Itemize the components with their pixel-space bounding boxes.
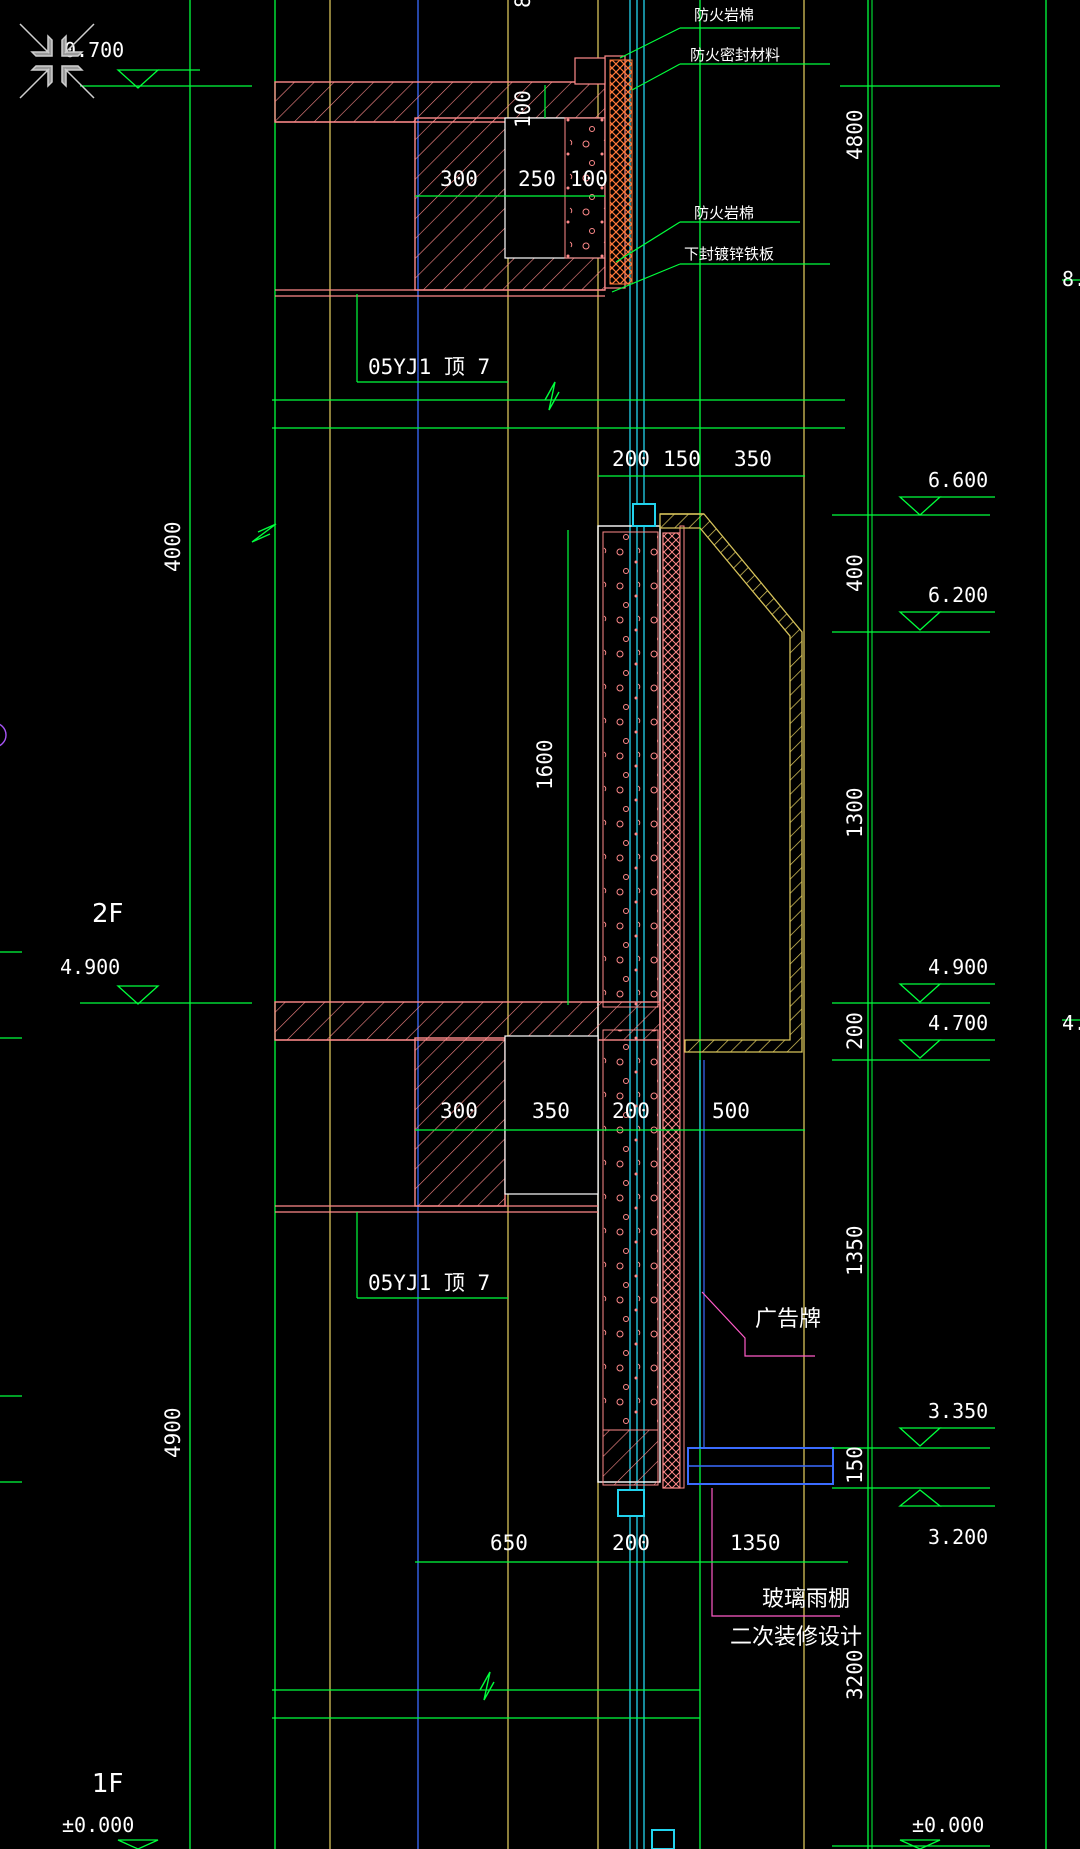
collapse-arrows-icon [19, 23, 95, 99]
dim-200-low: 200 [612, 1531, 650, 1555]
axis-bubble [0, 723, 7, 747]
exit-fullscreen-button[interactable] [14, 18, 100, 104]
leader-lines [356, 27, 830, 1299]
elev-6200: 6.200 [928, 583, 988, 607]
dimension-lines [415, 85, 1000, 1847]
dim-4900: 4900 [161, 1407, 185, 1458]
dim-1350-v: 1350 [843, 1225, 867, 1276]
dim-4800: 4800 [843, 109, 867, 160]
dim-1350-h: 1350 [730, 1531, 781, 1555]
dim-8-top: 8 [511, 0, 535, 8]
dim-500: 500 [712, 1099, 750, 1123]
label-glass-canopy: 玻璃雨棚 [762, 1587, 850, 1612]
elev-zero-right: ±0.000 [912, 1813, 984, 1837]
dim-400: 400 [843, 554, 867, 592]
dim-1300: 1300 [843, 787, 867, 838]
dim-200-a: 200 [612, 447, 650, 471]
label-fire-rock-wool-lower: 防火岩棉 [694, 204, 754, 222]
floor-label-2f: 2F [92, 899, 124, 929]
middle-slab [274, 1001, 661, 1213]
dim-200-v: 200 [843, 1012, 867, 1050]
dim-300-mid: 300 [440, 1099, 478, 1123]
elev-zero-left: ±0.000 [62, 1813, 134, 1837]
label-fire-rock-wool-top: 防火岩棉 [694, 6, 754, 24]
dim-350-a: 350 [734, 447, 772, 471]
elev-6600: 6.600 [928, 468, 988, 492]
label-galvanized-plate: 下封镀锌铁板 [684, 245, 774, 263]
elev-3350: 3.350 [928, 1399, 988, 1423]
upper-slab [274, 55, 633, 297]
dim-350-mid: 350 [532, 1099, 570, 1123]
floor-label-1f: 1F [92, 1769, 124, 1799]
elev-4900-left: 4.900 [60, 955, 120, 979]
dim-100-h: 100 [570, 167, 608, 191]
dim-150-v: 150 [843, 1446, 867, 1484]
dim-300-upper: 300 [440, 167, 478, 191]
elev-edge-right-top: 8. [1062, 267, 1080, 291]
dim-250: 250 [518, 167, 556, 191]
dim-150-a: 150 [663, 447, 701, 471]
annotations: 防火岩棉 防火密封材料 防火岩棉 下封镀锌铁板 05YJ1 顶 7 05YJ1 … [60, 0, 1080, 1837]
elev-top-left: 0.700 [64, 38, 124, 62]
dim-100-v: 100 [511, 90, 535, 128]
elevation-markers [116, 69, 995, 1849]
elev-4900-right: 4.900 [928, 955, 988, 979]
label-spec-upper: 05YJ1 顶 7 [368, 355, 490, 379]
leader-lines-pink [701, 1291, 840, 1617]
dim-1600: 1600 [533, 739, 557, 790]
break-marks [251, 381, 560, 1701]
floor-lines [0, 85, 1080, 1719]
elev-4700: 4.700 [928, 1011, 988, 1035]
label-secondary-design: 二次装修设计 [730, 1625, 862, 1650]
elev-edge-right-mid: 4. [1062, 1011, 1080, 1035]
elev-3200: 3.200 [928, 1525, 988, 1549]
dim-650: 650 [490, 1531, 528, 1555]
dim-200-mid: 200 [612, 1099, 650, 1123]
dim-3200: 3200 [843, 1649, 867, 1700]
label-spec-lower: 05YJ1 顶 7 [368, 1271, 490, 1295]
label-billboard: 广告牌 [755, 1307, 821, 1332]
dim-4000: 4000 [161, 521, 185, 572]
label-fire-seal-material: 防火密封材料 [690, 46, 780, 64]
